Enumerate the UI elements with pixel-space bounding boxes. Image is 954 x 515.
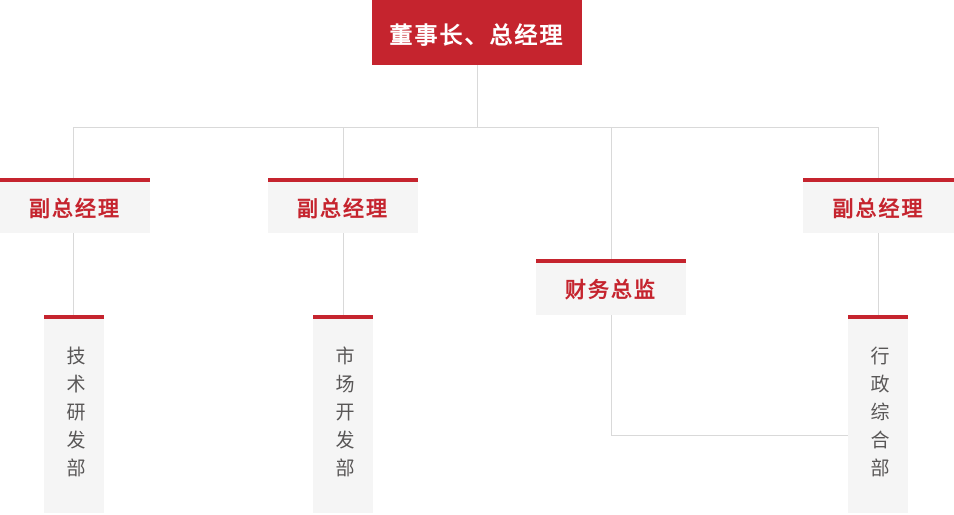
- org-node-vp-left-label: 副总经理: [29, 197, 121, 221]
- connector-vp-mid-to-dept: [343, 233, 344, 315]
- org-node-dept-market-dev-label: 市场开发部: [332, 346, 354, 486]
- org-node-finance-director: 财务总监: [536, 259, 686, 315]
- org-node-dept-market-dev: 市场开发部: [313, 315, 373, 513]
- connector-vp-left-to-dept: [73, 233, 74, 315]
- connector-drop-finance: [611, 127, 612, 259]
- connector-finance-elbow-down: [611, 315, 612, 435]
- org-node-vp-left: 副总经理: [0, 178, 150, 233]
- connector-finance-elbow-right: [611, 435, 848, 436]
- org-node-vp-mid: 副总经理: [268, 178, 418, 233]
- org-node-vp-mid-label: 副总经理: [297, 197, 389, 221]
- connector-drop-vp-mid: [343, 127, 344, 178]
- org-node-dept-admin-label: 行政综合部: [867, 346, 889, 486]
- org-node-vp-right-label: 副总经理: [832, 197, 925, 221]
- connector-drop-vp-left: [73, 127, 74, 178]
- connector-main-rail: [73, 127, 878, 128]
- org-node-chairman-gm: 董事长、总经理: [372, 0, 582, 65]
- org-node-dept-admin: 行政综合部: [848, 315, 908, 513]
- org-node-vp-right: 副总经理: [803, 178, 954, 233]
- connector-drop-vp-right: [878, 127, 879, 178]
- connector-vp-right-to-dept: [878, 233, 879, 315]
- connector-root-drop: [477, 65, 478, 127]
- org-node-chairman-gm-label: 董事长、总经理: [389, 21, 565, 48]
- org-node-finance-director-label: 财务总监: [565, 279, 657, 302]
- org-node-dept-tech-rd-label: 技术研发部: [63, 346, 85, 486]
- org-node-dept-tech-rd: 技术研发部: [44, 315, 104, 513]
